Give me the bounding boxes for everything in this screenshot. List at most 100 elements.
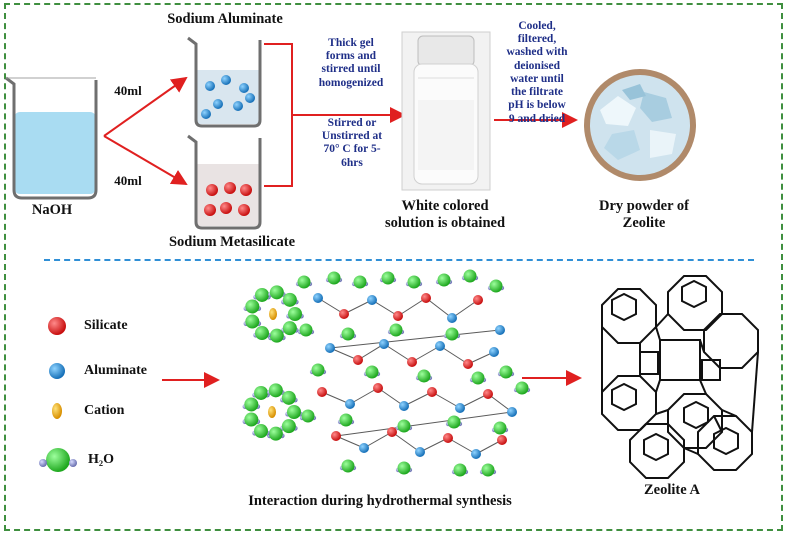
water-molecule (339, 413, 353, 427)
water-molecule (397, 461, 411, 475)
h2o-legend-icon (39, 448, 77, 472)
bond-line (391, 431, 421, 453)
silicate-atom (387, 427, 397, 437)
water-molecule (489, 279, 503, 293)
water-molecule (493, 421, 507, 435)
bond-line (357, 343, 385, 361)
aluminate-atom (325, 343, 335, 353)
aluminate-legend-icon (49, 363, 65, 379)
bond-line (335, 411, 513, 437)
water-molecule (282, 292, 297, 307)
water-molecule (397, 419, 411, 433)
water-molecule (481, 463, 495, 477)
water-molecule (287, 405, 301, 419)
cation-ion (268, 406, 276, 418)
water-molecule (244, 397, 259, 412)
aluminate-beaker (187, 36, 262, 128)
bond-line (419, 437, 449, 453)
silicate-atom (427, 387, 437, 397)
water-molecule (437, 273, 451, 287)
water-molecule (255, 287, 269, 302)
water-molecule (311, 363, 325, 377)
naoh-label: NaOH (31, 202, 73, 218)
water-molecule (463, 269, 477, 283)
water-molecule (245, 299, 260, 314)
naoh-beaker (5, 76, 98, 200)
bond-line (383, 343, 413, 363)
bond-line (343, 299, 373, 315)
bond-line (349, 387, 379, 405)
water-molecule (381, 271, 395, 285)
aluminate-atom (435, 341, 445, 351)
water-molecule (341, 327, 355, 341)
water-molecule (281, 390, 296, 405)
bond-line (425, 297, 453, 319)
metasilicate-title: Sodium Metasilicate (168, 234, 296, 250)
arrow-to-aluminate (103, 76, 188, 137)
legend-aluminate-label: Aluminate (84, 363, 147, 378)
water-molecule (255, 326, 269, 341)
silicate-atom (339, 309, 349, 319)
merge-bracket (264, 43, 293, 187)
metasilicate-beaker (187, 134, 262, 230)
silicate-atom (421, 293, 431, 303)
bond-line (335, 435, 365, 449)
zeolite-a-caption: Zeolite A (644, 482, 700, 498)
aluminate-atom (359, 443, 369, 453)
silicate-atom (483, 389, 493, 399)
cation-legend-icon (52, 403, 62, 419)
zeolite-powder-dish (584, 69, 696, 181)
water-molecule (269, 328, 284, 343)
water-molecule (301, 409, 315, 423)
aluminate-atom (313, 293, 323, 303)
water-molecule (417, 369, 431, 383)
water-molecule (268, 383, 283, 398)
section-separator (44, 259, 754, 261)
bond-line (411, 345, 441, 363)
cation-ion (269, 308, 277, 320)
bond-line (371, 299, 399, 317)
water-molecule (254, 424, 268, 439)
bond-line (439, 345, 469, 365)
silicate-atom (443, 433, 453, 443)
bond-line (403, 391, 433, 407)
aluminate-atom (507, 407, 517, 417)
aluminosilicate-network (295, 269, 531, 477)
water-molecule (288, 307, 302, 321)
bond-line (363, 431, 393, 449)
water-molecule (254, 385, 268, 400)
water-molecule (297, 275, 311, 289)
water-molecule (515, 381, 529, 395)
water-molecule (269, 285, 284, 300)
silicate-atom (473, 295, 483, 305)
diagram-frame (4, 3, 783, 531)
water-molecule (353, 275, 367, 289)
water-molecule (453, 463, 467, 477)
arrow-to-metasilicate (103, 135, 188, 186)
water-molecule (389, 323, 403, 337)
water-molecule (268, 426, 283, 441)
silicate-atom (407, 357, 417, 367)
silicate-atom (463, 359, 473, 369)
zeolite-a-framework (601, 275, 759, 479)
aluminate-atom (379, 339, 389, 349)
bond-line (451, 299, 479, 319)
bond-line (397, 297, 427, 317)
silicate-atom (393, 311, 403, 321)
interaction-caption: Interaction during hydrothermal synthesi… (248, 493, 512, 509)
legend (39, 317, 77, 472)
aluminate-atom (471, 449, 481, 459)
volume-label-top: 40ml (114, 83, 142, 98)
water-molecule (245, 314, 260, 329)
water-molecule (299, 323, 313, 337)
water-molecule (281, 419, 296, 434)
legend-cation-label: Cation (84, 403, 125, 418)
bond-line (447, 437, 477, 455)
hydrated-cation-cluster (243, 285, 304, 343)
silicate-legend-icon (48, 317, 66, 335)
